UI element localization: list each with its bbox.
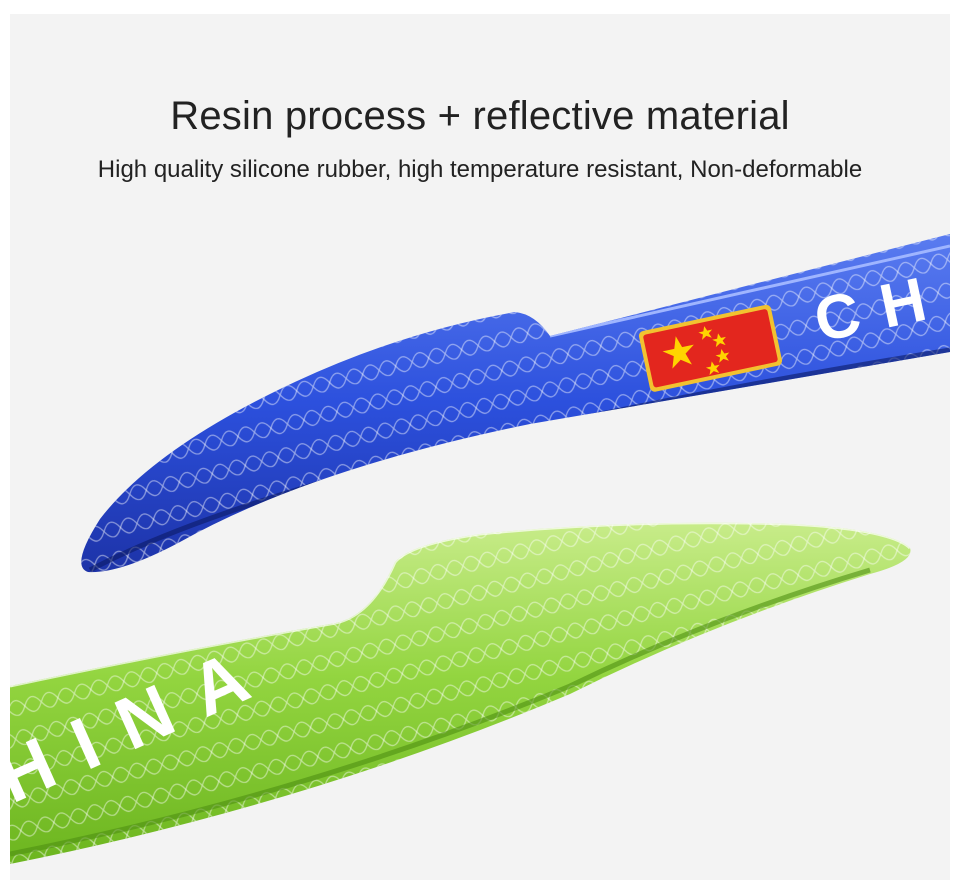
page-title: Resin process + reflective material (170, 94, 790, 138)
product-banner: CH HINA Resin process + reflective mater… (10, 14, 950, 880)
product-illustration: CH HINA (10, 234, 950, 864)
page-subtitle: High quality silicone rubber, high tempe… (97, 156, 863, 183)
china-flag-icon (638, 304, 783, 392)
